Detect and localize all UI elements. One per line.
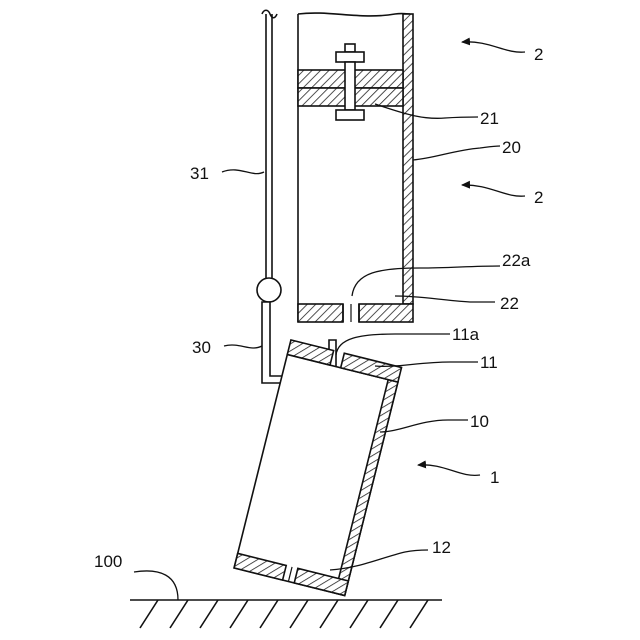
arrow-2-mid — [462, 185, 525, 196]
label-22: 22 — [500, 294, 519, 313]
rod-31 — [262, 10, 277, 278]
label-11a: 11a — [452, 325, 480, 344]
label-22a: 22a — [502, 251, 531, 270]
container-right-wall-20 — [403, 14, 413, 304]
label-21: 21 — [480, 109, 499, 128]
label-11: 11 — [480, 353, 498, 372]
label-10: 10 — [470, 412, 489, 431]
bottom-plate-22-left — [298, 304, 343, 322]
joint-ball — [257, 278, 281, 302]
break-line-top — [298, 13, 410, 16]
label-2-mid: 2 — [534, 188, 543, 207]
leader-11a — [336, 334, 450, 355]
label-1: 1 — [490, 468, 499, 487]
label-30: 30 — [192, 338, 211, 357]
bottom-plate-22-right — [359, 304, 413, 322]
label-12: 12 — [432, 538, 451, 557]
leader-22a — [352, 266, 500, 296]
leader-30 — [224, 345, 262, 348]
label-20: 20 — [502, 138, 521, 157]
label-2-top: 2 — [534, 45, 543, 64]
arrow-1 — [418, 465, 480, 476]
ground-100 — [130, 600, 442, 628]
leader-20 — [413, 146, 500, 160]
leader-10 — [380, 420, 468, 432]
label-100: 100 — [94, 552, 122, 571]
arrow-2-top — [462, 42, 525, 52]
lower-container — [234, 340, 401, 596]
label-31: 31 — [190, 164, 209, 183]
leader-100 — [134, 571, 178, 600]
leader-31 — [222, 170, 264, 174]
